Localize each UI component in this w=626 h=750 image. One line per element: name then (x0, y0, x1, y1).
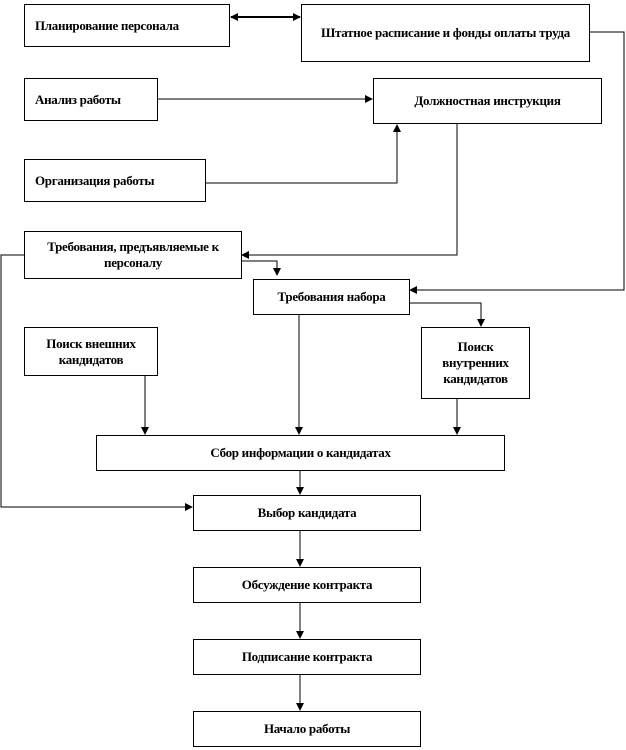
node-planning: Планирование персонала (24, 4, 230, 47)
node-job-analysis: Анализ работы (24, 78, 158, 121)
node-label: Поиск внешних кандидатов (46, 335, 136, 367)
node-label: Должностная инструкция (414, 93, 561, 108)
node-info-collection: Сбор информации о кандидатах (96, 435, 505, 471)
node-external-search: Поиск внешних кандидатов (24, 327, 158, 376)
node-work-organization: Организация работы (24, 159, 206, 202)
node-internal-search: Поиск внутренних кандидатов (421, 327, 530, 399)
node-job-description: Должностная инструкция (373, 78, 602, 124)
node-label: Выбор кандидата (257, 505, 357, 520)
node-label: Анализ работы (35, 91, 121, 107)
arrow-description-personnel-req (241, 124, 458, 259)
arrow-staffing-recruitment-req (409, 31, 625, 294)
node-start-work: Начало работы (193, 711, 421, 747)
node-label: Обсуждение контракта (241, 577, 373, 592)
arrow-personnel-req-recruitment-req (241, 260, 281, 276)
arrow-recruitment-req-internal (409, 302, 485, 327)
node-personnel-requirements: Требования, предъявляемые к персоналу (24, 231, 242, 279)
node-label: Организация работы (35, 172, 155, 188)
node-staffing: Штатное расписание и фонды оплаты труда (301, 4, 590, 62)
node-label: Подписание контракта (241, 649, 373, 664)
arrow-organization-description (205, 124, 401, 184)
node-label: Сбор информации о кандидатах (210, 445, 391, 460)
node-contract-discussion: Обсуждение контракта (193, 567, 421, 603)
node-contract-signing: Подписание контракта (193, 639, 421, 675)
node-label: Начало работы (263, 721, 351, 736)
arrow-personnel-req-selection (0, 254, 193, 511)
node-candidate-selection: Выбор кандидата (193, 495, 421, 531)
node-label: Требования, предъявляемые к персоналу (47, 239, 219, 270)
node-label: Планирование персонала (35, 17, 179, 33)
node-label: Штатное расписание и фонды оплаты труда (321, 25, 570, 40)
node-label: Поиск внутренних кандидатов (442, 339, 509, 386)
node-label: Требования набора (277, 289, 386, 304)
node-recruitment-requirements: Требования набора (253, 279, 410, 315)
